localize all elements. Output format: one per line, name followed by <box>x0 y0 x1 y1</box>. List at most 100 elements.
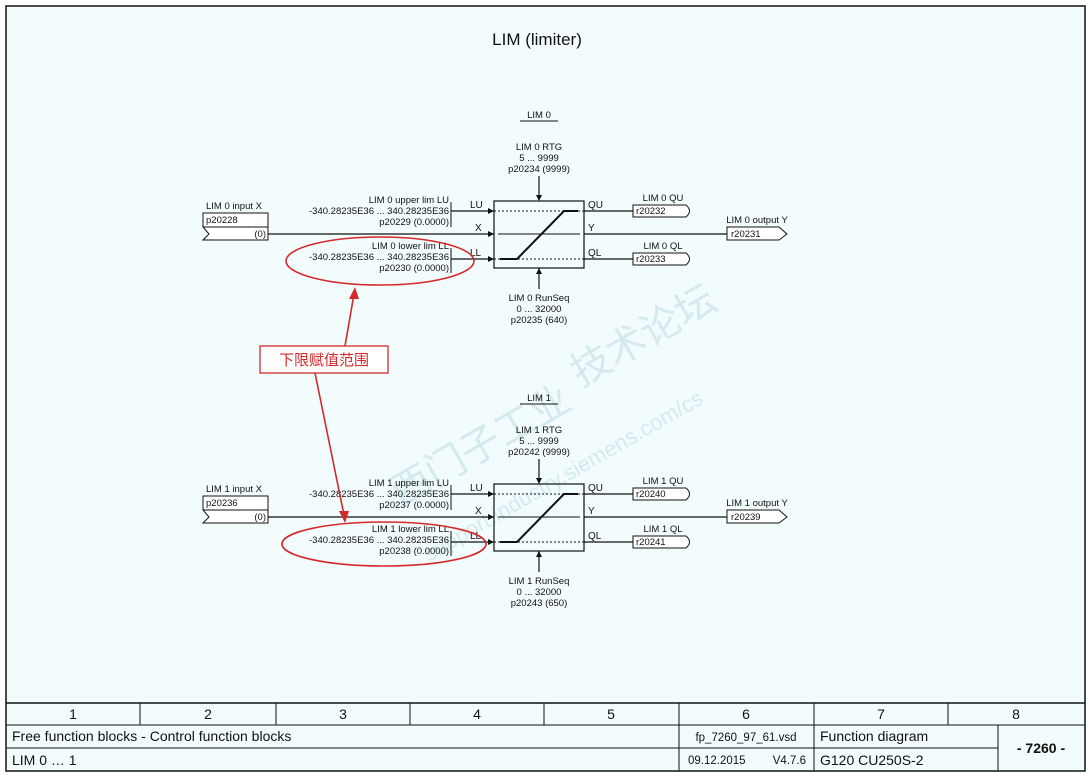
annotation-ellipse-lim1 <box>281 521 487 567</box>
output-ql-param: r20241 <box>636 537 666 548</box>
page-title: LIM (limiter) <box>492 30 582 49</box>
rtg-param: p20242 (9999) <box>508 447 570 458</box>
column-number: 4 <box>473 706 481 722</box>
runseq-param: p20243 (650) <box>511 598 568 609</box>
output-y-param: r20231 <box>731 229 761 240</box>
column-numbers: 1 2 3 4 5 6 7 8 <box>69 706 1020 722</box>
lower-limit-name: LIM 0 lower lim LL <box>372 241 449 252</box>
annotation-arrow-up <box>344 293 355 347</box>
pin-ll: LL <box>470 531 482 542</box>
upper-limit-range: -340.28235E36 ... 340.28235E36 <box>309 206 449 217</box>
output-ql-name: LIM 1 QL <box>643 524 682 535</box>
input-x-name: LIM 1 input X <box>206 484 263 495</box>
runseq-arrowhead <box>536 551 542 557</box>
output-ql-param: r20233 <box>636 254 666 265</box>
title-block-version: V4.7.6 <box>773 755 806 767</box>
upper-limit-arrowhead <box>488 208 494 214</box>
upper-limit-param: p20229 (0.0000) <box>379 217 449 228</box>
pin-x: X <box>475 223 482 234</box>
rtg-range: 5 ... 9999 <box>519 153 559 164</box>
input-x-default: (0) <box>254 229 266 240</box>
rtg-arrowhead <box>536 478 542 484</box>
output-ql-name: LIM 0 QL <box>643 241 682 252</box>
output-qu-connector <box>632 204 690 218</box>
rtg-range: 5 ... 9999 <box>519 436 559 447</box>
runseq-range: 0 ... 32000 <box>517 304 562 315</box>
column-number: 1 <box>69 706 77 722</box>
pin-y: Y <box>588 506 595 517</box>
upper-limit-arrowhead <box>488 491 494 497</box>
lower-limit-arrowhead <box>488 539 494 545</box>
upper-limit-name: LIM 1 upper lim LU <box>369 478 449 489</box>
output-qu-connector <box>632 487 690 501</box>
pin-lu: LU <box>470 483 483 494</box>
pin-qu: QU <box>588 200 603 211</box>
title-block-blocks: LIM 0 … 1 <box>12 752 77 768</box>
pin-qu: QU <box>588 483 603 494</box>
pin-x: X <box>475 506 482 517</box>
pin-ql: QL <box>588 248 602 259</box>
title-block-device: G120 CU250S-2 <box>820 752 924 768</box>
block-title: LIM 0 <box>527 110 551 121</box>
block-title: LIM 1 <box>527 393 551 404</box>
annotation-arrow-down <box>314 372 345 516</box>
lower-limit-arrowhead <box>488 256 494 262</box>
title-block-date: 09.12.2015 <box>688 755 746 767</box>
column-number: 8 <box>1012 706 1020 722</box>
rtg-name: LIM 1 RTG <box>516 425 562 436</box>
output-ql-connector <box>632 535 690 549</box>
lower-limit-name: LIM 1 lower lim LL <box>372 524 449 535</box>
output-y-connector <box>726 509 788 524</box>
input-x-param: p20236 <box>206 498 238 509</box>
annotation-ellipse-lim0 <box>285 236 475 286</box>
annotation-arrowhead-down <box>339 511 349 523</box>
title-block-function-group: Free function blocks - Control function … <box>12 728 291 744</box>
output-ql-connector <box>632 252 690 266</box>
pin-ql: QL <box>588 531 602 542</box>
input-x-name: LIM 0 input X <box>206 201 263 212</box>
rtg-param: p20234 (9999) <box>508 164 570 175</box>
pin-lu: LU <box>470 200 483 211</box>
column-number: 6 <box>742 706 750 722</box>
lower-limit-range: -340.28235E36 ... 340.28235E36 <box>309 252 449 263</box>
output-y-name: LIM 0 output Y <box>726 215 788 226</box>
input-x-arrowhead <box>488 514 494 520</box>
output-qu-name: LIM 1 QU <box>643 476 684 487</box>
rtg-arrowhead <box>536 195 542 201</box>
column-number: 2 <box>204 706 212 722</box>
annotation-label: 下限赋值范围 <box>279 352 369 369</box>
column-number: 3 <box>339 706 347 722</box>
title-block-sheet-number: - 7260 - <box>1017 740 1066 756</box>
pin-ll: LL <box>470 248 482 259</box>
upper-limit-param: p20237 (0.0000) <box>379 500 449 511</box>
runseq-arrowhead <box>536 268 542 274</box>
upper-limit-range: -340.28235E36 ... 340.28235E36 <box>309 489 449 500</box>
annotation-label-box <box>259 345 389 374</box>
limiter-characteristic <box>500 493 578 543</box>
input-x-param: p20228 <box>206 215 238 226</box>
title-block <box>6 702 1085 771</box>
runseq-param: p20235 (640) <box>511 315 568 326</box>
pin-y: Y <box>588 223 595 234</box>
runseq-name: LIM 0 RunSeq <box>509 293 570 304</box>
output-y-param: r20239 <box>731 512 761 523</box>
lower-limit-range: -340.28235E36 ... 340.28235E36 <box>309 535 449 546</box>
output-qu-param: r20232 <box>636 206 666 217</box>
column-number: 5 <box>607 706 615 722</box>
lower-limit-param: p20230 (0.0000) <box>379 263 449 274</box>
lower-limit-param: p20238 (0.0000) <box>379 546 449 557</box>
annotation: 下限赋值范围 <box>259 236 487 567</box>
runseq-range: 0 ... 32000 <box>517 587 562 598</box>
annotation-arrowhead-up <box>349 287 359 299</box>
title-block-file: fp_7260_97_61.vsd <box>695 732 796 744</box>
runseq-name: LIM 1 RunSeq <box>509 576 570 587</box>
input-x-default: (0) <box>254 512 266 523</box>
output-y-connector <box>726 226 788 241</box>
limiter-characteristic <box>500 210 578 260</box>
output-y-name: LIM 1 output Y <box>726 498 788 509</box>
rtg-name: LIM 0 RTG <box>516 142 562 153</box>
output-qu-name: LIM 0 QU <box>643 193 684 204</box>
upper-limit-name: LIM 0 upper lim LU <box>369 195 449 206</box>
